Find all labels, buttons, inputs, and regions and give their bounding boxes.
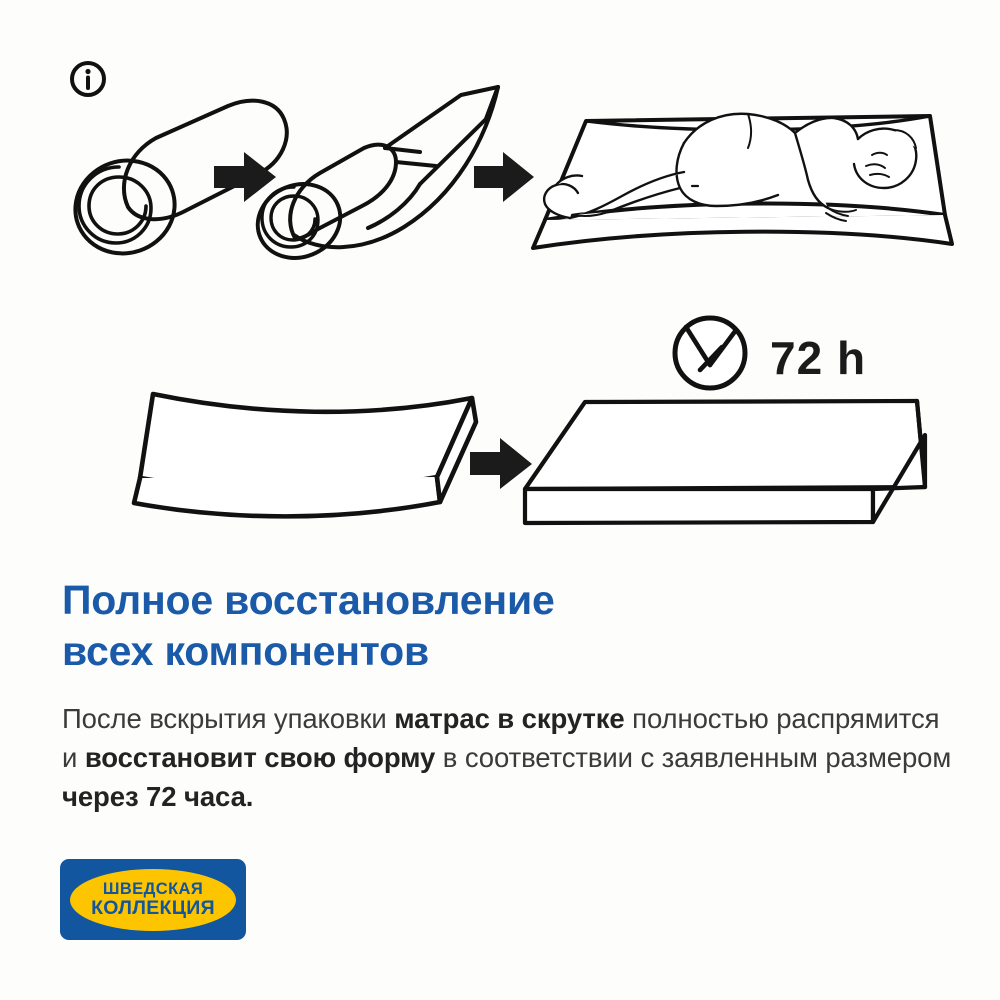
page-title: Полное восстановление всех компонентов [62,577,555,674]
body-segment-0: После вскрытия упаковки [62,702,395,734]
arrow-1-icon [214,152,276,202]
instruction-illustration: 72 h [70,61,954,526]
person-on-mattress-illustration [531,112,954,250]
brand-logo-ellipse: ШВЕДСКАЯ КОЛЛЕКЦИЯ [70,868,236,931]
info-icon [70,61,106,97]
rolled-mattress-illustration [73,98,289,256]
body-segment-3: восстановит свою форму [84,741,436,773]
arrow-2-icon [474,152,534,202]
arrow-3-icon [470,438,532,489]
timer-label: 72 h [770,332,866,384]
text-block: Полное восстановление всех компонентов П… [62,575,952,816]
flat-mattress-illustration [522,398,928,526]
curved-mattress-illustration [131,391,479,519]
brand-logo-line-2: КОЛЛЕКЦИЯ [91,896,215,919]
brand-logo-line-1: ШВЕДСКАЯ [102,879,204,898]
clock-icon [672,315,748,391]
body-paragraph: После вскрытия упаковки матрас в скрутке… [62,677,952,816]
body-segment-2: полностью распрямится и [62,702,940,773]
brand-logo: ШВЕДСКАЯ КОЛЛЕКЦИЯ [60,859,246,940]
partially-unrolled-mattress-illustration [255,85,500,260]
body-segment-1: матрас в скрутке [394,702,625,734]
body-segment-5: через 72 часа. [62,780,254,812]
body-segment-4: в соответствии с заявленным размером [435,741,952,773]
